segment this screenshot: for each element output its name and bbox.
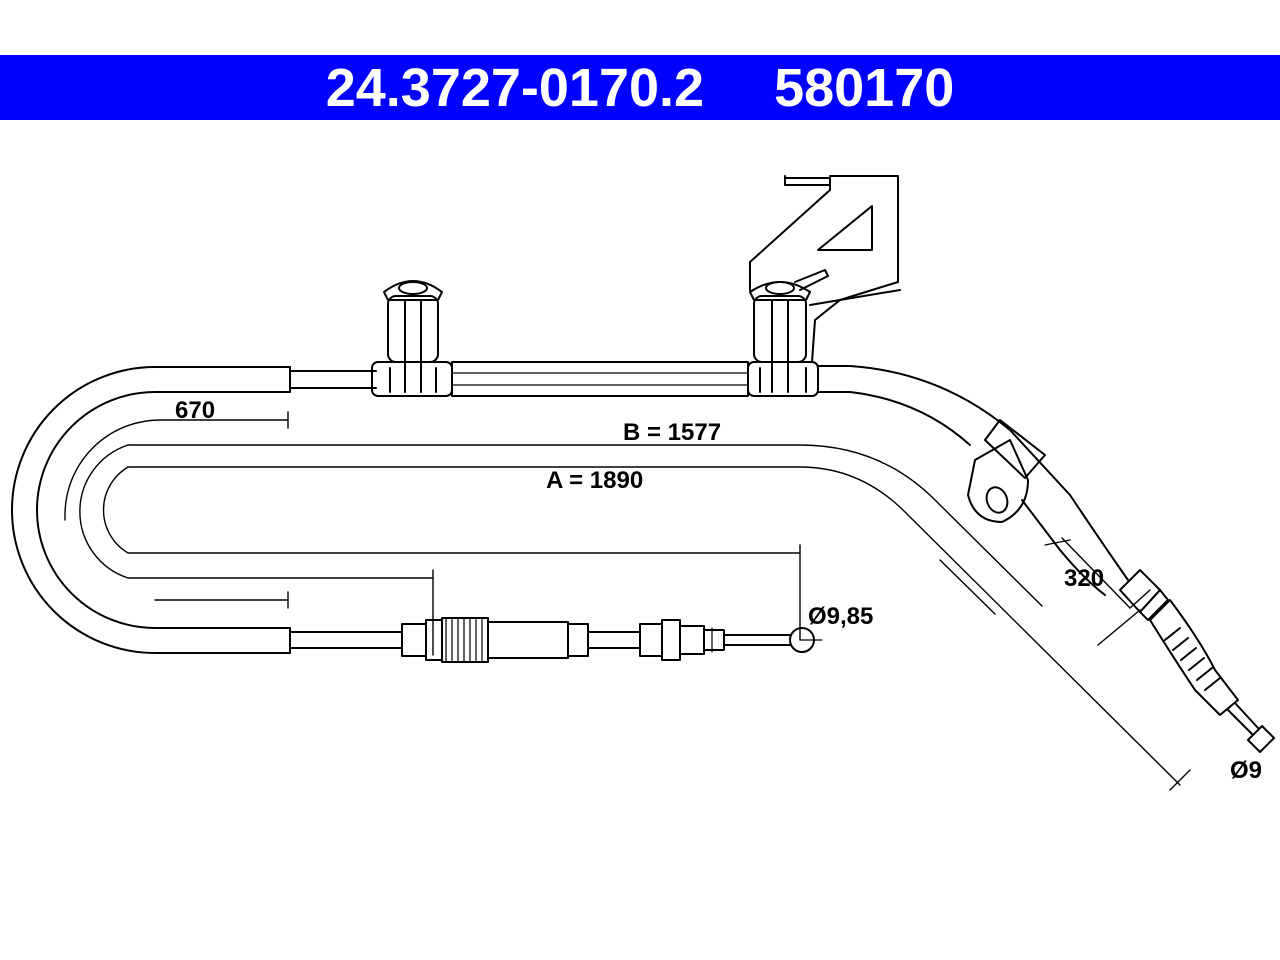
grommet-left [371,280,453,397]
label-diameter-end: Ø9 [1230,757,1262,784]
cable-sheath-inner [36,391,291,629]
dim-return-b [79,444,434,579]
right-end-fitting [1119,569,1275,753]
label-b-1577: B = 1577 [623,419,721,446]
cable-sheath-right-inner [817,391,971,446]
dim-line-b [127,444,1043,607]
label-670: 670 [175,397,215,424]
adjuster-assembly [289,617,823,663]
header-bar: 24.3727-0170.2 580170 [0,55,1280,120]
reference-number: 580170 [774,57,955,118]
dim-return-a [102,466,801,554]
grommet-right [747,281,819,397]
part-number: 24.3727-0170.2 [325,57,705,118]
cable-sheath-outer [11,366,291,654]
cable-clip [967,419,1046,523]
label-320: 320 [1064,565,1104,592]
label-a-1890: A = 1890 [546,467,643,494]
dim-line-320 [1061,537,1131,609]
rigid-tube [451,361,749,397]
mounting-bracket [749,175,901,363]
dim-line-a [127,466,1191,791]
dim-line-670 [64,419,289,521]
label-diameter-ball: Ø9,85 [808,603,873,630]
cable-sheath-right-outer [817,365,1129,581]
